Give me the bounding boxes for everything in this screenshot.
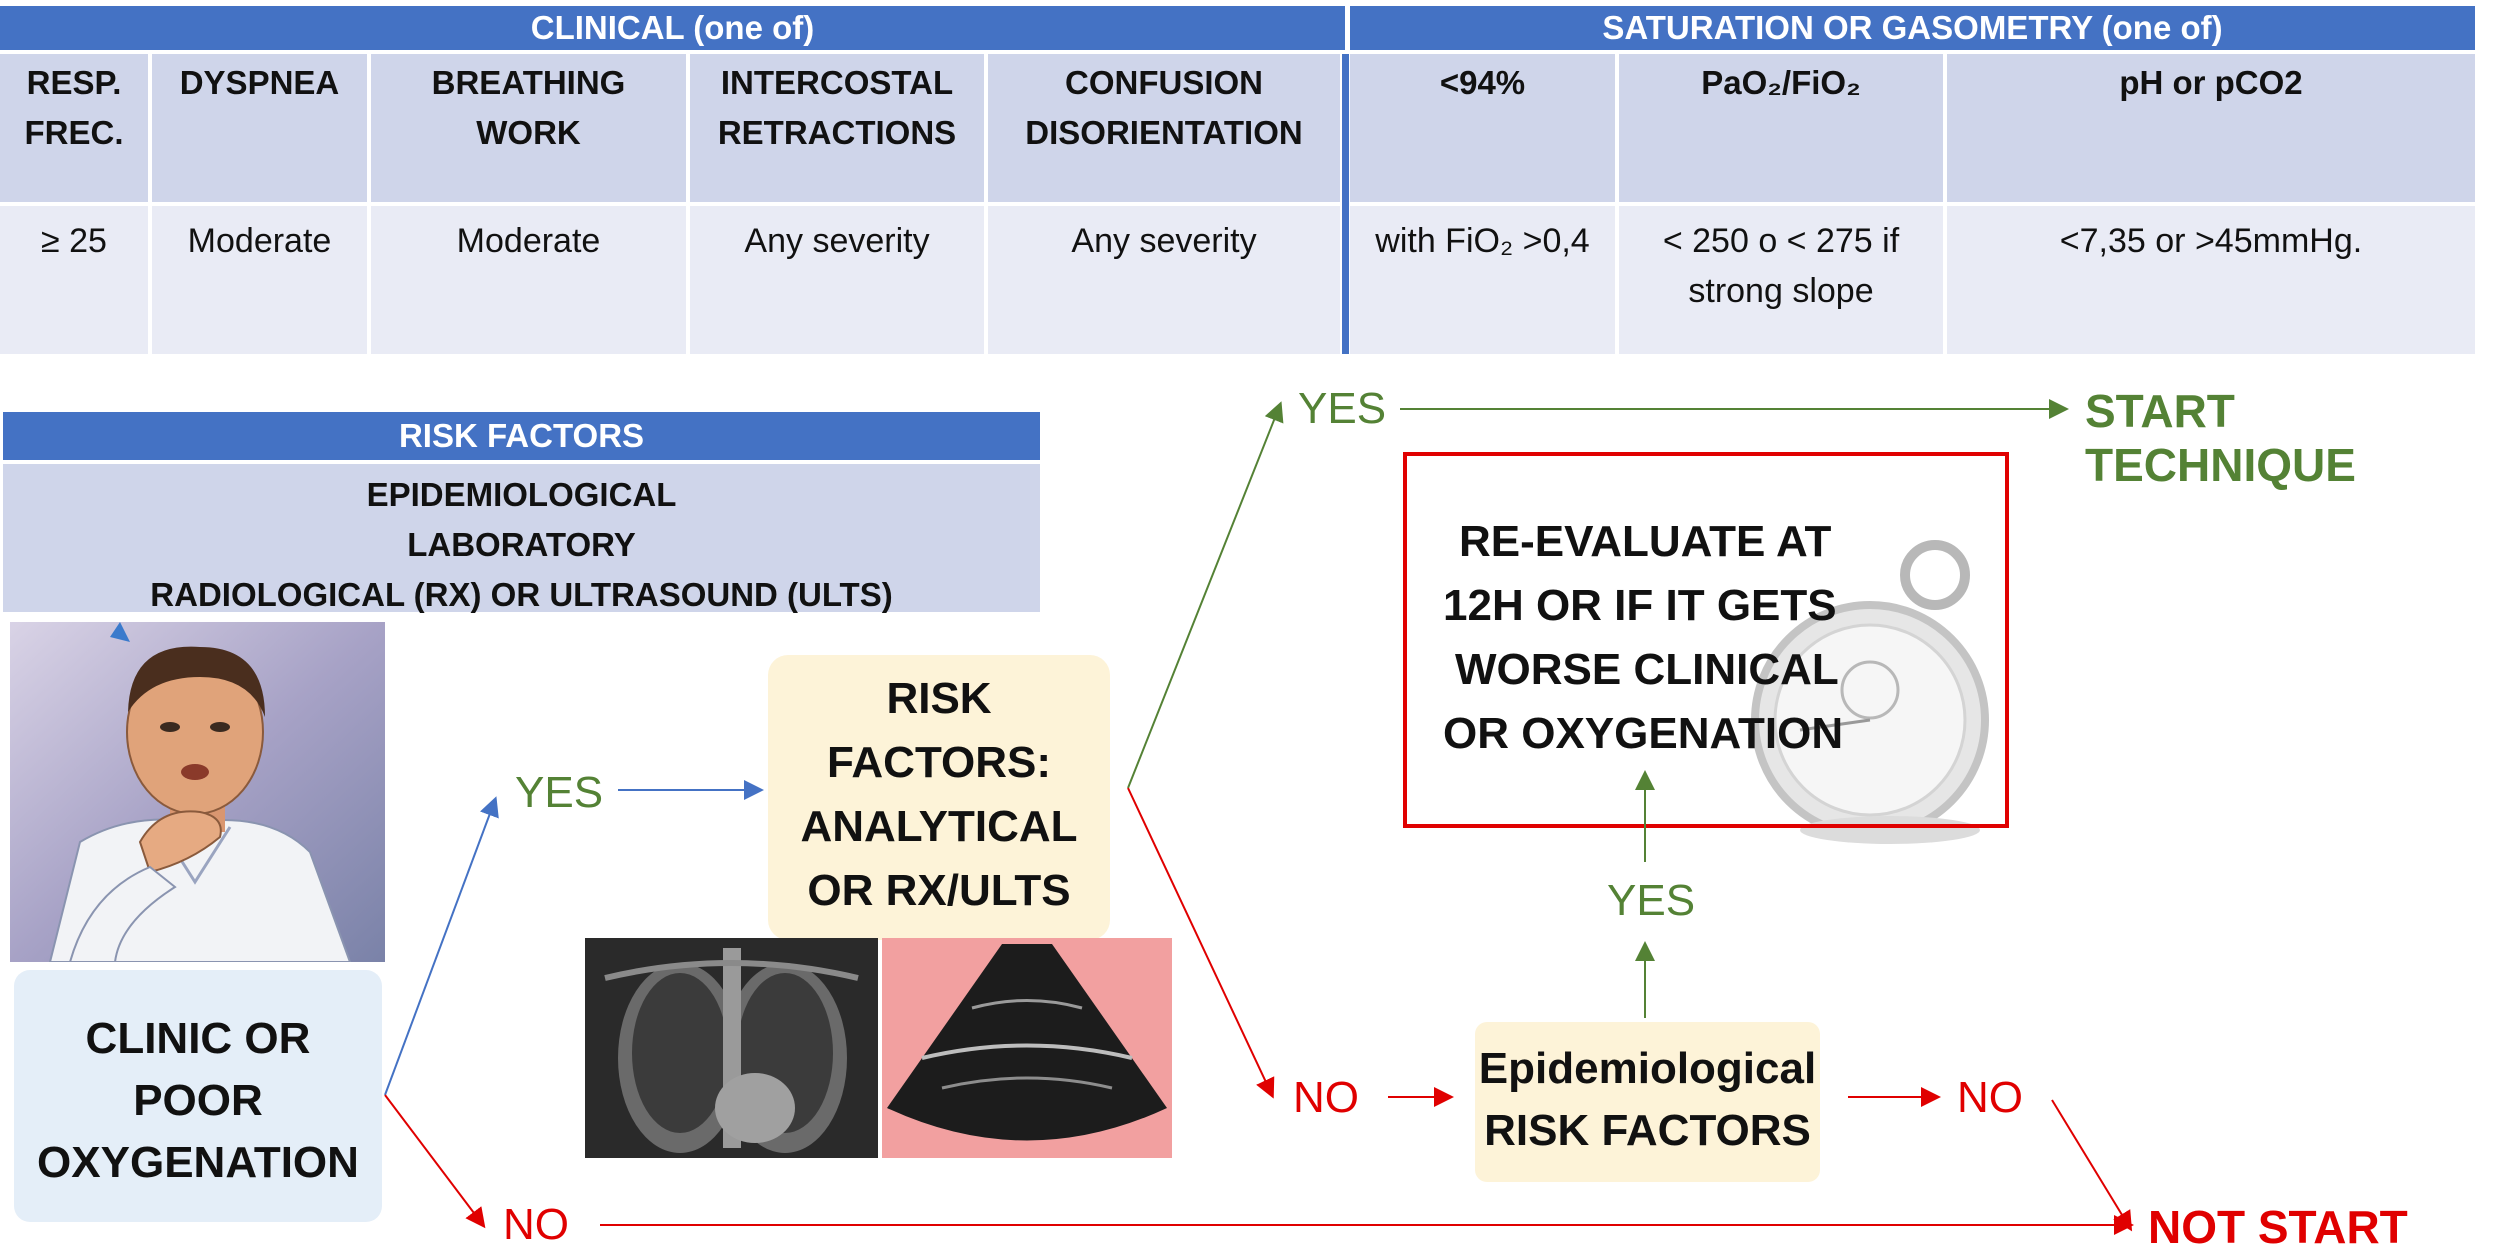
clinical-header: CLINICAL (one of) <box>0 6 1345 50</box>
no-label-bottom: NO <box>503 1200 569 1249</box>
col-header-pafi: PaO₂/FiO₂ <box>1619 54 1943 202</box>
start-box: CLINIC OR POOR OXYGENATION <box>14 970 382 1222</box>
col-header-sat94: <94% <box>1350 54 1615 202</box>
yes-label-up: YES <box>1607 876 1696 925</box>
risk-analytical-box: RISK FACTORS: ANALYTICAL OR RX/ULTS <box>768 655 1110 940</box>
reevaluate-line: WORSE CLINICAL <box>1455 645 1839 694</box>
col-header-intercostal: INTERCOSTAL RETRACTIONS <box>690 54 984 202</box>
start-box-line: POOR <box>133 1076 263 1125</box>
start-box-line: OXYGENATION <box>37 1138 359 1187</box>
cell-value: Moderate <box>456 222 601 260</box>
arrow-start-to-yes <box>384 796 499 1096</box>
risk-factor-line: LABORATORY <box>407 526 636 563</box>
arrow-no-right-to-notstart <box>2051 1099 2133 1232</box>
reevaluate-line: OR OXYGENATION <box>1443 709 1844 758</box>
arrow-start-to-no <box>384 1094 486 1229</box>
cell-value: <7,35 or >45mmHg. <box>2059 222 2363 260</box>
col-header-dyspnea: DYSPNEA <box>152 54 367 202</box>
col-header-line: CONFUSION <box>1065 64 1263 101</box>
not-start-label: NOT START <box>2148 1201 2408 1253</box>
col-header-line: DISORIENTATION <box>1025 114 1303 151</box>
col-header-ph: pH or pCO2 <box>1947 54 2475 202</box>
col-header-confusion: CONFUSION DISORIENTATION <box>988 54 1340 202</box>
cell-confusion: Any severity <box>988 206 1340 354</box>
no-label-right: NO <box>1957 1073 2023 1122</box>
col-header-line: BREATHING <box>431 64 626 101</box>
cell-value: ≥ 25 <box>41 222 107 260</box>
cell-value: strong slope <box>1688 272 1874 310</box>
col-header-breathing-work: BREATHING WORK <box>371 54 686 202</box>
risk-factors-title: RISK FACTORS <box>3 412 1040 460</box>
saturation-header: SATURATION OR GASOMETRY (one of) <box>1350 6 2475 50</box>
col-header-line: RETRACTIONS <box>717 114 957 151</box>
reevaluate-line: RE-EVALUATE AT <box>1459 517 1832 566</box>
cell-value: < 250 o < 275 if <box>1662 222 1900 260</box>
cell-dyspnea: Moderate <box>152 206 367 354</box>
section-divider <box>1342 54 1349 354</box>
reevaluate-line: 12H OR IF IT GETS <box>1443 581 1837 630</box>
yes-label-top: YES <box>1298 384 1387 433</box>
cell-pafi: < 250 o < 275 if strong slope <box>1619 206 1943 354</box>
cell-sat94: with FiO₂ >0,4 <box>1350 206 1615 354</box>
epi-box-line: RISK FACTORS <box>1484 1106 1811 1155</box>
col-header-resp-frec: RESP. FREC. <box>0 54 148 202</box>
patient-drawing <box>10 622 385 962</box>
reevaluate-box: RE-EVALUATE AT 12H OR IF IT GETS WORSE C… <box>1403 452 2009 828</box>
epi-box-line: Epidemiological <box>1478 1044 1817 1093</box>
cell-value: Any severity <box>1071 222 1257 260</box>
col-header-line: DYSPNEA <box>179 64 340 101</box>
cell-value: with FiO₂ >0,4 <box>1375 222 1590 260</box>
cell-breathing-work: Moderate <box>371 206 686 354</box>
patient-illustration <box>10 622 385 962</box>
stopwatch-icon <box>1740 530 1990 850</box>
ultrasound-drawing <box>882 938 1172 1158</box>
cell-ph: <7,35 or >45mmHg. <box>1947 206 2475 354</box>
risk-factor-line: EPIDEMIOLOGICAL <box>366 476 677 513</box>
risk-factor-line: RADIOLOGICAL (RX) OR ULTRASOUND (ULTS) <box>150 576 893 613</box>
col-header-line: pH or pCO2 <box>2119 64 2303 101</box>
xray-drawing <box>585 938 878 1158</box>
start-box-line: CLINIC OR <box>85 1014 311 1063</box>
risk-box-line: FACTORS: <box>826 738 1052 787</box>
epidemiological-box: Epidemiological RISK FACTORS <box>1475 1022 1820 1182</box>
risk-box-line: OR RX/ULTS <box>807 866 1071 915</box>
yes-label-risk: YES <box>515 768 604 817</box>
cell-value: Moderate <box>187 222 332 260</box>
chest-xray-image <box>585 938 878 1158</box>
col-header-line: WORK <box>476 114 581 151</box>
cell-intercostal: Any severity <box>690 206 984 354</box>
no-label-mid: NO <box>1293 1073 1359 1122</box>
risk-box-line: ANALYTICAL <box>800 802 1078 851</box>
cell-resp-frec: ≥ 25 <box>0 206 148 354</box>
col-header-line: PaO₂/FiO₂ <box>1701 64 1861 101</box>
col-header-line: INTERCOSTAL <box>720 64 954 101</box>
col-header-line: FREC. <box>24 114 124 151</box>
cell-value: Any severity <box>744 222 930 260</box>
col-header-line: RESP. <box>26 64 122 101</box>
lung-ultrasound-image <box>882 938 1172 1158</box>
arrow-risk-to-yes-top <box>1127 401 1284 789</box>
start-technique-label: START TECHNIQUE <box>2085 385 2356 491</box>
risk-factors-list: EPIDEMIOLOGICAL LABORATORY RADIOLOGICAL … <box>3 464 1040 613</box>
risk-box-line: RISK <box>886 674 992 723</box>
col-header-line: <94% <box>1439 64 1526 101</box>
